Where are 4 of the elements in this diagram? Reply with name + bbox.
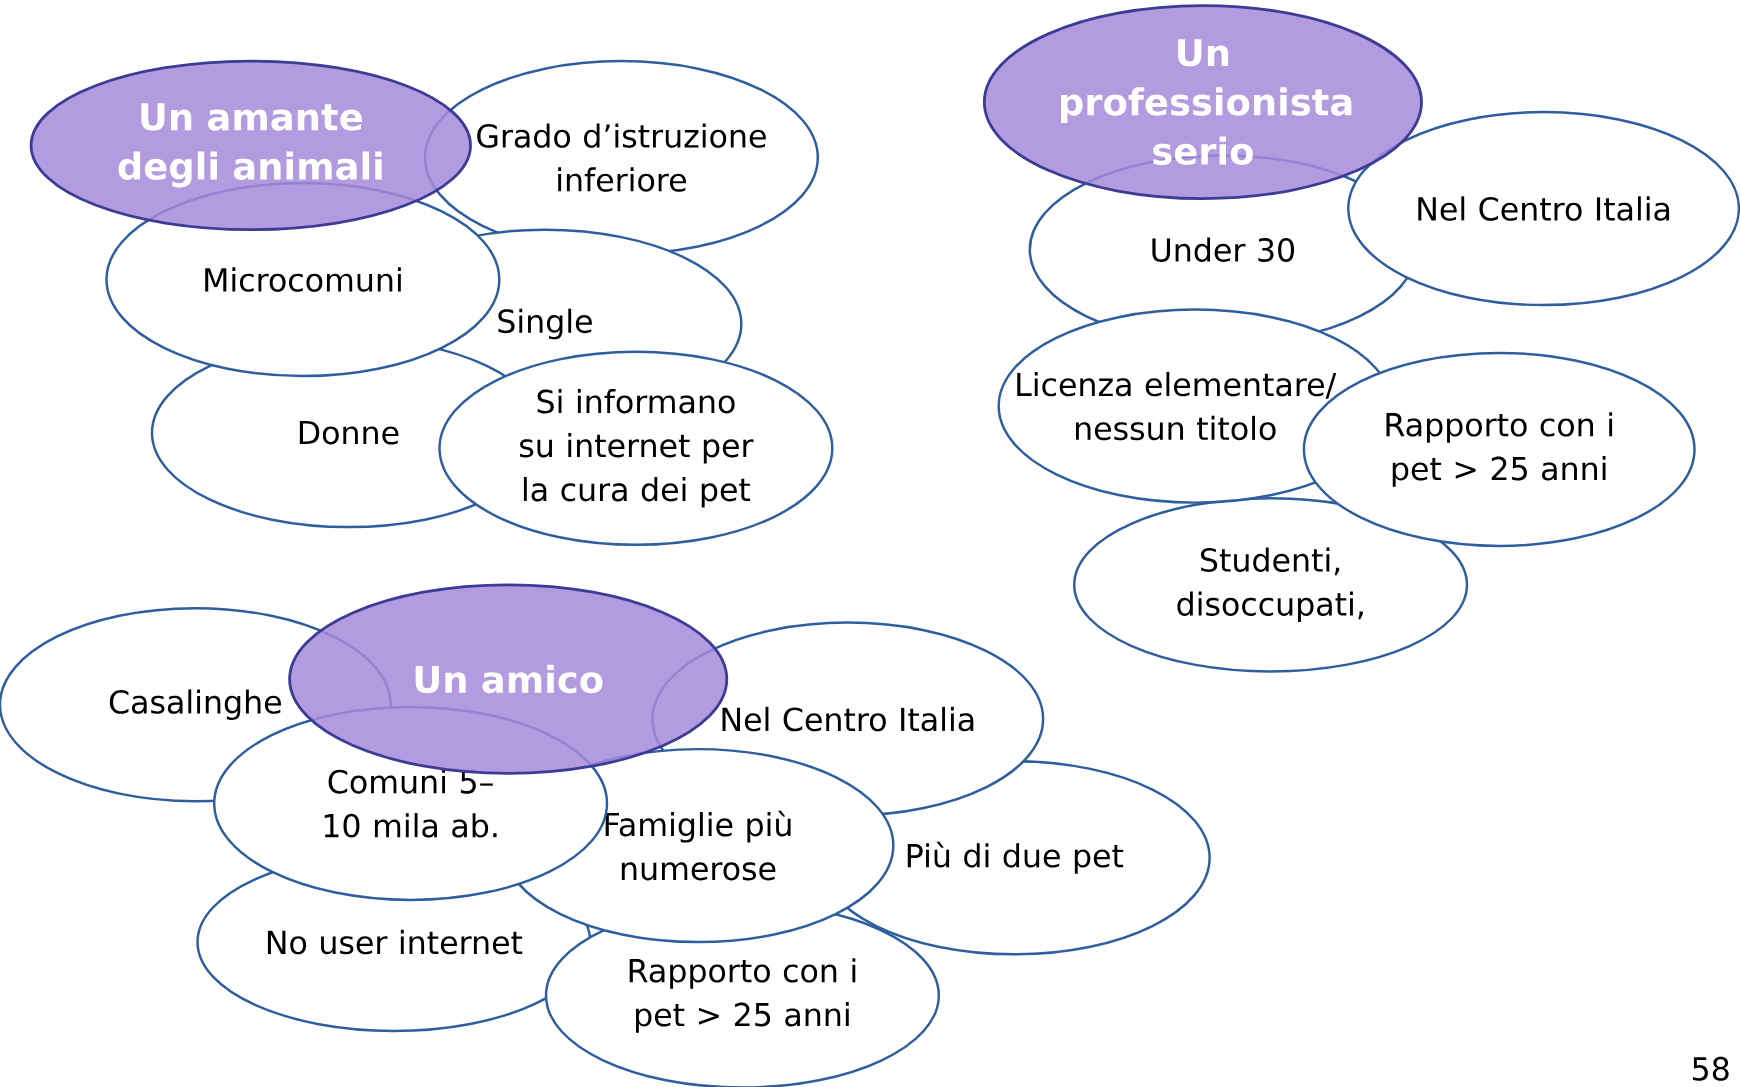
ellipse-bubble: Studenti, disoccupati, xyxy=(1072,496,1469,673)
ellipse-bubble: Si informano su internet per la cura dei pet xyxy=(438,350,834,547)
node-label: Rapporto con i pet > 25 anni xyxy=(629,958,856,1033)
page-number: 58 xyxy=(1692,1056,1729,1081)
